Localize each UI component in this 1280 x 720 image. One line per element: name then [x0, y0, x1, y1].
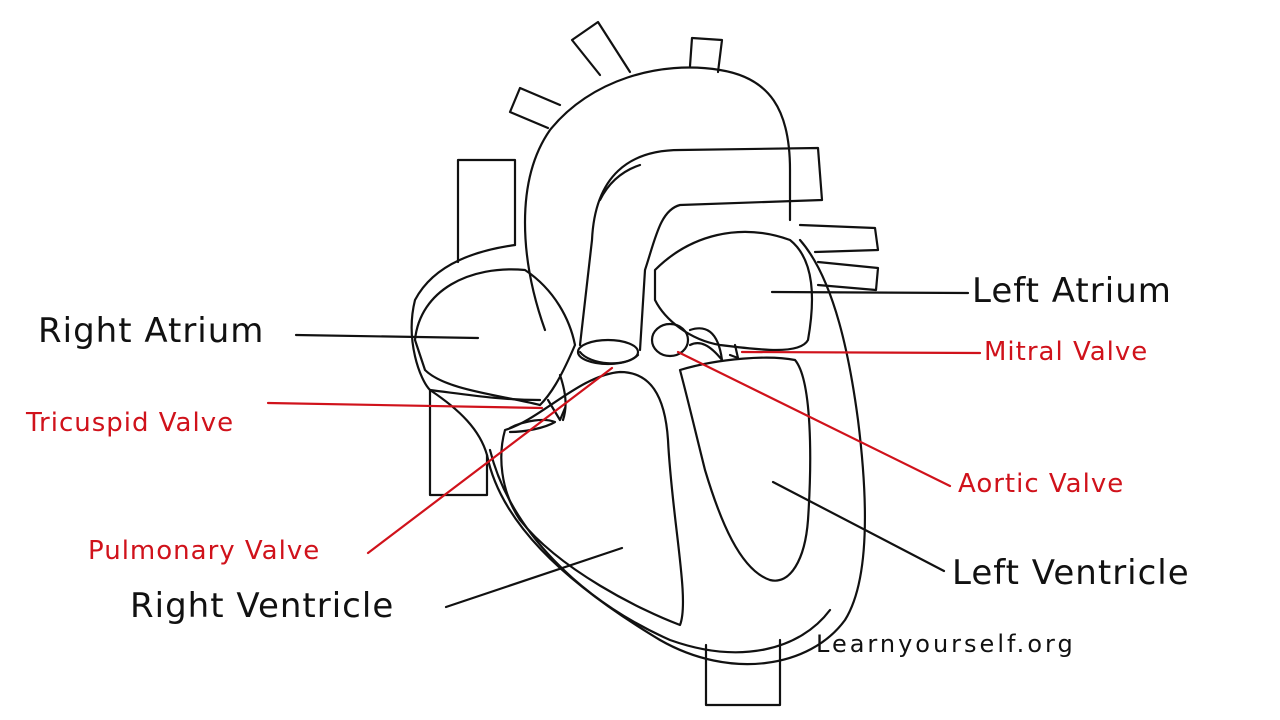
- pulmonary-vein-lower: [816, 260, 880, 292]
- leader-left-ventricle: [771, 480, 946, 573]
- left-atrium-chamber: [653, 230, 814, 352]
- right-atrium-outer: [428, 388, 542, 402]
- label-aortic-valve: Aortic Valve: [958, 469, 1125, 499]
- superior-vena-cava-lower: [428, 388, 489, 497]
- label-tricuspid-valve: Tricuspid Valve: [26, 408, 235, 438]
- left-subclavian-artery: [688, 36, 724, 74]
- leader-right-atrium: [294, 333, 480, 340]
- brachiocephalic-artery: [508, 86, 562, 130]
- right-atrium-chamber: [413, 268, 577, 407]
- superior-vena-cava: [456, 158, 517, 264]
- ventricle-inner-wall: [488, 448, 832, 654]
- leader-mitral-valve: [740, 350, 982, 355]
- label-right-atrium: Right Atrium: [38, 311, 265, 351]
- pulmonary-vein-upper: [798, 223, 880, 254]
- label-left-ventricle: Left Ventricle: [952, 553, 1190, 593]
- credit-text: Learnyourself.org: [816, 630, 1076, 658]
- label-right-ventricle: Right Ventricle: [130, 586, 395, 626]
- leader-aortic-valve: [676, 350, 952, 488]
- left-ventricle-chamber: [678, 356, 812, 582]
- mitral-valve-leaflet: [688, 327, 724, 362]
- tricuspid-valve-leaflet: [546, 398, 567, 422]
- tricuspid-chordae: [558, 373, 567, 422]
- leader-pulmonary-valve: [366, 366, 614, 555]
- inferior-vena-cava: [704, 638, 782, 707]
- label-pulmonary-valve: Pulmonary Valve: [88, 536, 321, 566]
- tricuspid-valve-leaflet-2: [508, 418, 557, 434]
- aortic-valve: [650, 322, 690, 358]
- pulmonary-valve-cusp: [578, 350, 640, 365]
- right-ventricle-chamber: [500, 370, 685, 627]
- label-left-atrium: Left Atrium: [972, 271, 1172, 311]
- aorta-arch: [523, 66, 792, 332]
- pulmonary-artery-inner: [598, 163, 642, 202]
- leader-right-ventricle: [444, 546, 624, 609]
- left-carotid-artery: [570, 20, 632, 77]
- heart-outer-wall: [410, 238, 867, 666]
- mitral-valve-leaflet-2: [728, 343, 740, 360]
- leader-tricuspid-valve: [266, 401, 544, 410]
- leader-left-atrium: [770, 290, 970, 295]
- label-mitral-valve: Mitral Valve: [984, 337, 1149, 367]
